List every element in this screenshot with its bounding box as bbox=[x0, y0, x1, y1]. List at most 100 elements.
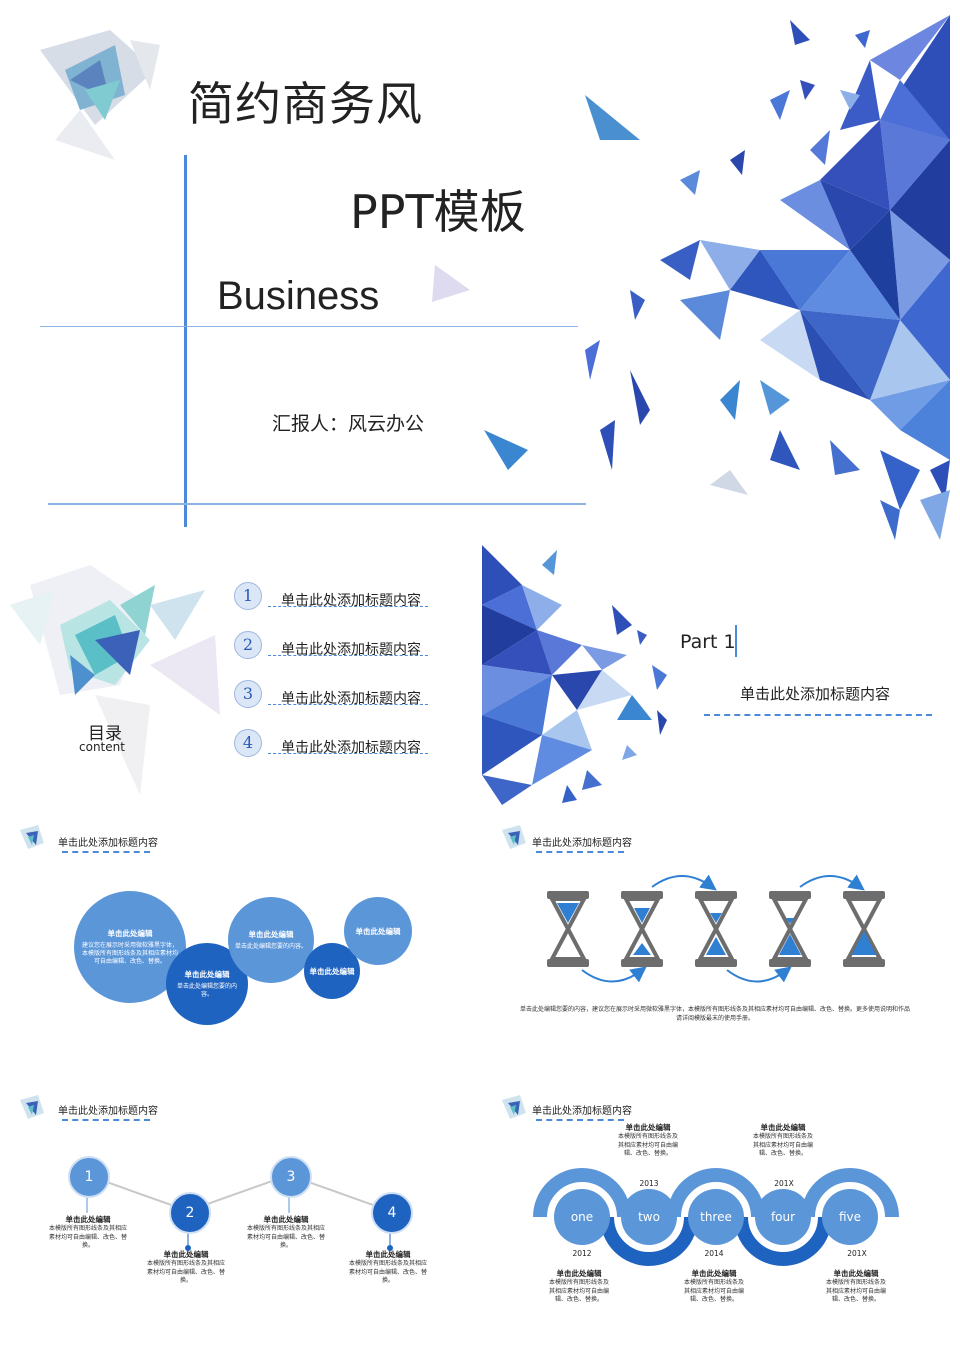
step-circle-4: 4 bbox=[371, 1192, 413, 1234]
bubble-body: 单击此处编辑您要的内容。 bbox=[176, 983, 237, 998]
slide-header-title: 单击此处添加标题内容 bbox=[58, 838, 158, 849]
bubble-title: 单击此处编辑 bbox=[184, 970, 230, 979]
toc-item-1[interactable]: 单击此处添加标题内容 bbox=[281, 593, 421, 609]
toc-number-1: 1 bbox=[234, 582, 262, 610]
horizontal-divider-top bbox=[40, 326, 578, 327]
timeline-slide: 单击此处添加标题内容 one two three four five 2012 … bbox=[482, 1085, 960, 1352]
step-number: 3 bbox=[286, 1169, 296, 1185]
circles-slide: 单击此处添加标题内容 单击此处编辑 建议您在展示时采用微软雅黑字体，本模版所有图… bbox=[0, 815, 480, 1080]
timeline-title: 单击此处编辑 bbox=[833, 1269, 879, 1278]
step-text-4: 单击此处编辑 本模版所有图形线条及其相应素材均可自由编辑、改色、替换。 bbox=[347, 1249, 429, 1286]
part-dash-line bbox=[704, 714, 932, 716]
slide-header-title: 单击此处添加标题内容 bbox=[58, 1106, 158, 1117]
toc-underline-2 bbox=[268, 655, 428, 656]
timeline-body: 本模版所有图形线条及其相应素材均可自由编辑、改色、替换。 bbox=[825, 1279, 886, 1303]
timeline-node-one: one bbox=[570, 1210, 594, 1224]
cover-reporter: 汇报人：风云办公 bbox=[272, 413, 425, 435]
toc-number-3: 3 bbox=[234, 680, 262, 708]
part-label: Part 1 bbox=[680, 631, 736, 653]
timeline-body: 本模版所有图形线条及其相应素材均可自由编辑、改色、替换。 bbox=[548, 1279, 609, 1303]
circle-bubble-3: 单击此处编辑 单击此处编辑您要的内容。 bbox=[228, 897, 314, 983]
slide-header-underline bbox=[536, 1119, 624, 1121]
step-circle-3: 3 bbox=[270, 1156, 312, 1198]
timeline-title: 单击此处编辑 bbox=[691, 1269, 737, 1278]
header-crystal-icon bbox=[502, 825, 526, 849]
step-text-2: 单击此处编辑 本模版所有图形线条及其相应素材均可自由编辑、改色、替换。 bbox=[145, 1249, 227, 1286]
bubble-body: 建议您在展示时采用微软雅黑字体，本模版所有图形线条及其相应素材均可自由编辑、改色… bbox=[82, 942, 179, 965]
timeline-text-three: 单击此处编辑 本模版所有图形线条及其相应素材均可自由编辑、改色、替换。 bbox=[683, 1268, 745, 1305]
bubble-body: 单击此处编辑您要的内容。 bbox=[234, 943, 307, 950]
hourglass-row bbox=[547, 874, 885, 983]
timeline-wave bbox=[533, 1168, 899, 1266]
timeline-title: 单击此处编辑 bbox=[760, 1123, 806, 1132]
toc-underline-1 bbox=[268, 606, 428, 607]
bubble-title: 单击此处编辑 bbox=[309, 966, 355, 976]
toc-crystal-art bbox=[10, 565, 220, 795]
step-body: 本模版所有图形线条及其相应素材均可自由编辑、改色、替换。 bbox=[246, 1225, 325, 1249]
toc-item-3[interactable]: 单击此处添加标题内容 bbox=[281, 691, 421, 707]
timeline-body: 本模版所有图形线条及其相应素材均可自由编辑、改色、替换。 bbox=[617, 1133, 678, 1157]
step-number: 4 bbox=[387, 1205, 397, 1221]
header-crystal-icon bbox=[20, 1095, 44, 1119]
year-2012: 2012 bbox=[572, 1249, 592, 1258]
timeline-title: 单击此处编辑 bbox=[625, 1123, 671, 1132]
toc-number-4: 4 bbox=[234, 729, 262, 757]
timeline-node-three: three bbox=[700, 1210, 732, 1224]
timeline-node-two: two bbox=[638, 1210, 660, 1224]
timeline-node-five: five bbox=[838, 1210, 862, 1224]
year-2014: 2014 bbox=[704, 1249, 724, 1258]
toc-underline-3 bbox=[268, 704, 428, 705]
step-text-1: 单击此处编辑 本模版所有图形线条及其相应素材均可自由编辑、改色、替换。 bbox=[47, 1214, 129, 1251]
toc-title: 目录 bbox=[88, 724, 122, 744]
toc-item-4[interactable]: 单击此处添加标题内容 bbox=[281, 740, 421, 756]
bubble-title: 单击此处编辑 bbox=[107, 929, 153, 938]
step-title: 单击此处编辑 bbox=[65, 1215, 111, 1224]
step-title: 单击此处编辑 bbox=[263, 1215, 309, 1224]
slide-header-underline bbox=[536, 851, 624, 853]
step-number: 1 bbox=[84, 1169, 94, 1185]
timeline-body: 本模版所有图形线条及其相应素材均可自由编辑、改色、替换。 bbox=[683, 1279, 744, 1303]
polygon-art bbox=[40, 15, 950, 540]
step-text-3: 单击此处编辑 本模版所有图形线条及其相应素材均可自由编辑、改色、替换。 bbox=[245, 1214, 327, 1251]
slide-header-title: 单击此处添加标题内容 bbox=[532, 838, 632, 849]
step-title: 单击此处编辑 bbox=[163, 1250, 209, 1259]
part-title: 单击此处添加标题内容 bbox=[740, 685, 891, 703]
hourglass-slide: 单击此处添加标题内容 bbox=[482, 815, 960, 1080]
cover-slide: 简约商务风 PPT模板 Business 汇报人：风云办公 bbox=[0, 0, 960, 540]
step-body: 本模版所有图形线条及其相应素材均可自由编辑、改色、替换。 bbox=[48, 1225, 127, 1249]
cover-title: 简约商务风 bbox=[188, 77, 423, 131]
timeline-text-five: 单击此处编辑 本模版所有图形线条及其相应素材均可自由编辑、改色、替换。 bbox=[825, 1268, 887, 1305]
year-201x-b: 201X bbox=[847, 1249, 867, 1258]
slide-header-title: 单击此处添加标题内容 bbox=[532, 1106, 632, 1117]
step-body: 本模版所有图形线条及其相应素材均可自由编辑、改色、替换。 bbox=[146, 1260, 225, 1284]
header-crystal-icon bbox=[502, 1095, 526, 1119]
step-circle-2: 2 bbox=[169, 1192, 211, 1234]
step-body: 本模版所有图形线条及其相应素材均可自由编辑、改色、替换。 bbox=[348, 1260, 427, 1284]
horizontal-divider-bottom bbox=[48, 503, 586, 505]
step-title: 单击此处编辑 bbox=[365, 1250, 411, 1259]
part-cursor-line bbox=[735, 625, 737, 657]
toc-underline-4 bbox=[268, 753, 428, 754]
steps-slide: 单击此处添加标题内容 1 2 3 4 单击此处编辑 本模版所有图形线条及其相应素… bbox=[0, 1085, 480, 1352]
header-crystal-icon bbox=[20, 825, 44, 849]
hourglass-caption: 单击此处编辑您要的内容，建议您在展示时采用微软雅黑字体，本模版所有图形线条及其相… bbox=[519, 1006, 910, 1022]
step-number: 2 bbox=[185, 1205, 195, 1221]
year-201x-a: 201X bbox=[774, 1179, 794, 1188]
step-circle-1: 1 bbox=[68, 1156, 110, 1198]
timeline-body: 本模版所有图形线条及其相应素材均可自由编辑、改色、替换。 bbox=[752, 1133, 813, 1157]
timeline-text-two: 单击此处编辑 本模版所有图形线条及其相应素材均可自由编辑、改色、替换。 bbox=[617, 1122, 679, 1159]
timeline-text-one: 单击此处编辑 本模版所有图形线条及其相应素材均可自由编辑、改色、替换。 bbox=[548, 1268, 610, 1305]
timeline-node-four: four bbox=[770, 1210, 796, 1224]
part-slide: Part 1 单击此处添加标题内容 bbox=[482, 545, 960, 810]
cover-subtitle: PPT模板 bbox=[350, 185, 526, 239]
year-2013: 2013 bbox=[639, 1179, 659, 1188]
timeline-title: 单击此处编辑 bbox=[556, 1269, 602, 1278]
toc-item-2[interactable]: 单击此处添加标题内容 bbox=[281, 642, 421, 658]
timeline-text-four: 单击此处编辑 本模版所有图形线条及其相应素材均可自由编辑、改色、替换。 bbox=[752, 1122, 814, 1159]
bubble-title: 单击此处编辑 bbox=[248, 930, 294, 939]
bubble-title: 单击此处编辑 bbox=[355, 926, 401, 936]
toc-subtitle: content bbox=[79, 740, 125, 754]
cover-english: Business bbox=[217, 274, 380, 318]
toc-slide: 目录 content 1 单击此处添加标题内容 2 单击此处添加标题内容 3 单… bbox=[0, 545, 480, 810]
toc-number-2: 2 bbox=[234, 631, 262, 659]
